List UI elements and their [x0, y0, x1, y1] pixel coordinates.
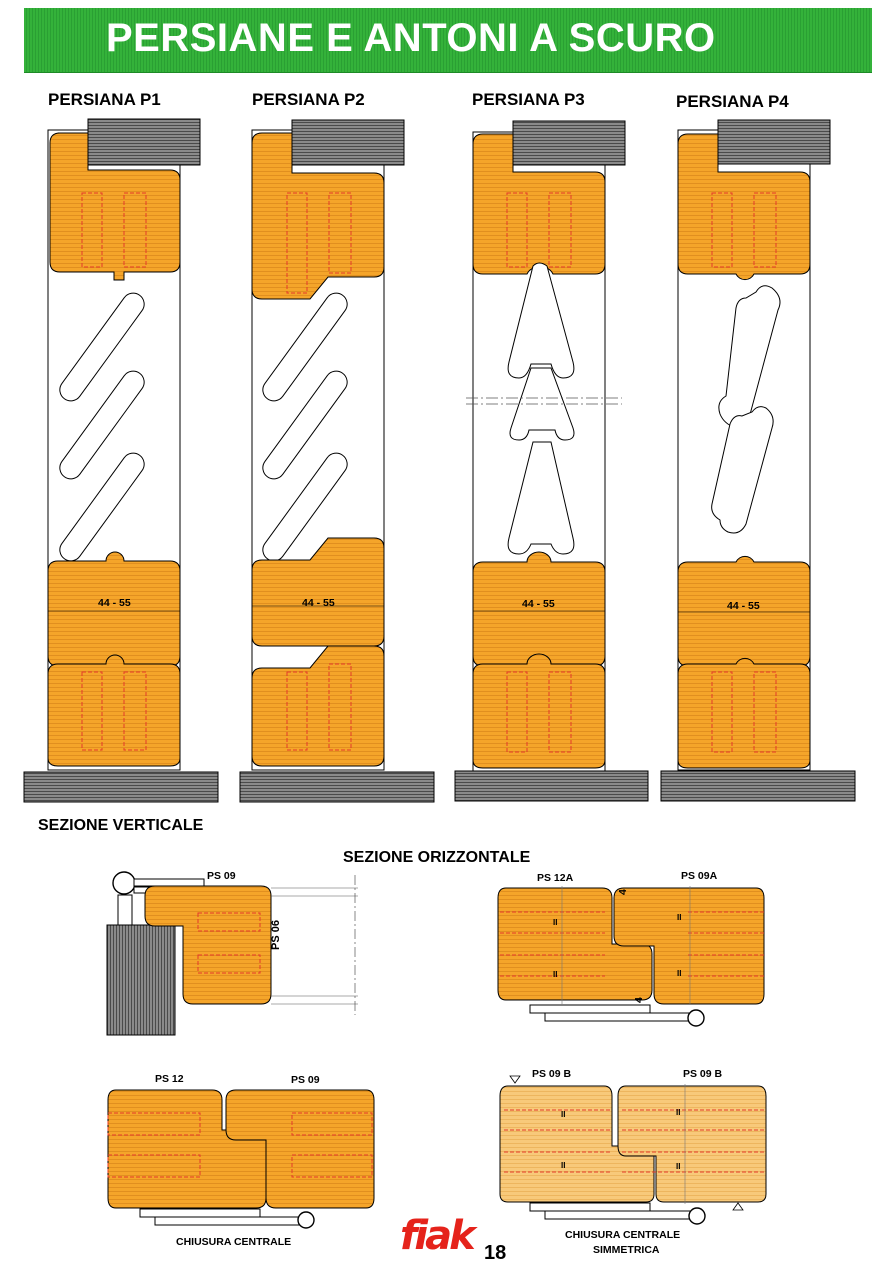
hinge-profile-label: PS 09 — [207, 870, 236, 882]
profile-title-p3: PERSIANA P3 — [472, 90, 585, 109]
symmetric-marker-1: II — [561, 1110, 566, 1119]
horizontal-section-heading: SEZIONE ORIZZONTALE — [343, 849, 531, 866]
profile-p2-drawing — [239, 119, 435, 803]
rebate-gap-top: 4 — [617, 889, 629, 895]
rebate-marker-4: II — [677, 969, 682, 978]
profile-title-p1: PERSIANA P1 — [48, 90, 161, 109]
central-closure-drawing — [107, 1089, 375, 1229]
rebate-marker-1: II — [553, 918, 558, 927]
profile-p3-drawing — [454, 120, 649, 802]
page-number: 18 — [484, 1242, 507, 1264]
rebate-marker-3: II — [677, 913, 682, 922]
central-left-label: PS 12 — [155, 1073, 184, 1085]
rebate-marker-2: II — [553, 970, 558, 979]
symmetric-marker-2: II — [561, 1161, 566, 1170]
dimension-label-p1: 44 - 55 — [98, 597, 131, 609]
symmetric-right-label: PS 09 B — [683, 1068, 723, 1080]
profile-p1-drawing — [23, 118, 219, 803]
hinge-section-drawing — [106, 871, 358, 1036]
rebate-right-label: PS 09A — [681, 870, 718, 882]
symmetric-marker-3: II — [676, 1108, 681, 1117]
profile-p4-drawing — [660, 119, 856, 802]
dimension-label-p2: 44 - 55 — [302, 597, 335, 609]
rebate-left-label: PS 12A — [537, 872, 574, 884]
symmetric-caption-line2: SIMMETRICA — [593, 1244, 660, 1256]
hinge-rotated-label: PS 06 — [270, 920, 282, 950]
dimension-label-p4: 44 - 55 — [727, 600, 760, 612]
symmetric-left-label: PS 09 B — [532, 1068, 572, 1080]
vertical-section-heading: SEZIONE VERTICALE — [38, 817, 204, 834]
symmetric-closure-drawing — [499, 1075, 767, 1225]
symmetric-caption-line1: CHIUSURA CENTRALE — [565, 1229, 681, 1241]
central-right-label: PS 09 — [291, 1074, 320, 1086]
dimension-label-p3: 44 - 55 — [522, 598, 555, 610]
profile-title-p4: PERSIANA P4 — [676, 92, 789, 111]
rebate-section-drawing — [497, 886, 765, 1027]
page-title: PERSIANE E ANTONI A SCURO — [106, 16, 716, 60]
central-closure-caption: CHIUSURA CENTRALE — [176, 1236, 292, 1248]
fiak-logo: fiak — [400, 1213, 476, 1259]
symmetric-marker-4: II — [676, 1162, 681, 1171]
profile-title-p2: PERSIANA P2 — [252, 90, 365, 109]
title-banner: PERSIANE E ANTONI A SCURO — [24, 8, 872, 73]
rebate-gap-bottom: 4 — [633, 997, 645, 1003]
